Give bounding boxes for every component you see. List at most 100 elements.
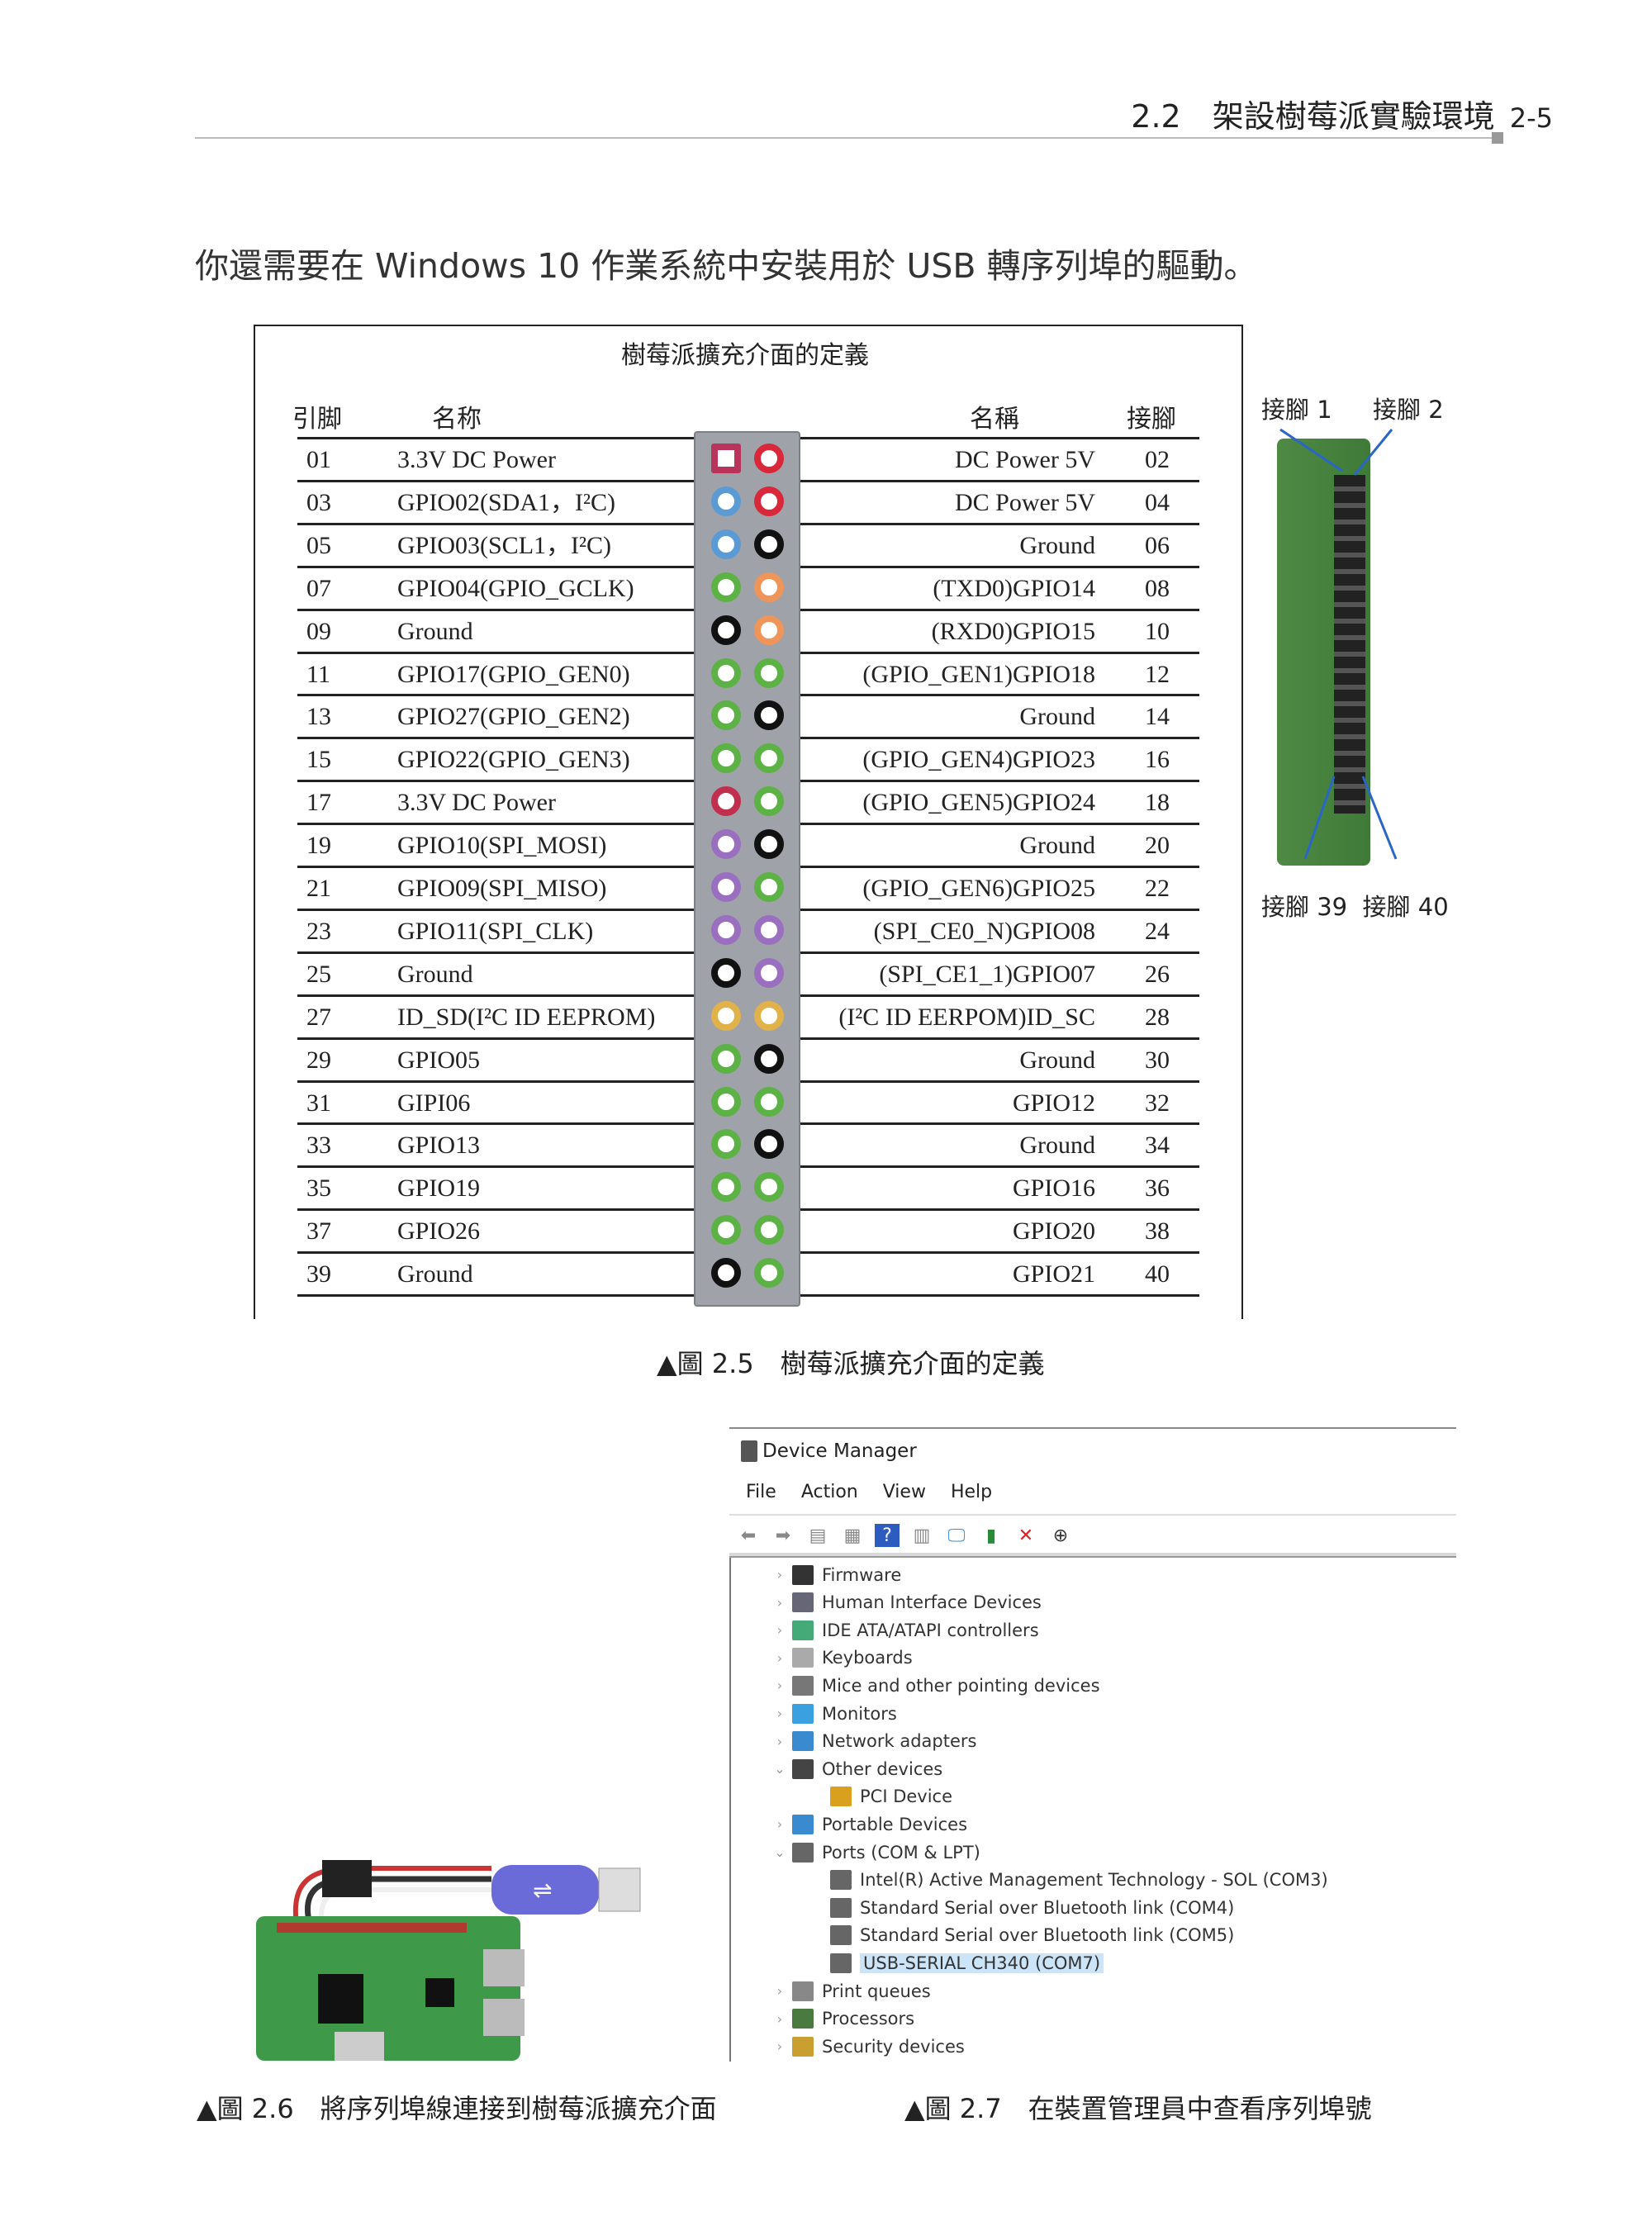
device-category-icon	[792, 1731, 814, 1752]
device-tree-label: Standard Serial over Bluetooth link (COM…	[860, 1897, 1235, 1918]
chevron-right-icon[interactable]: ›	[776, 2010, 783, 2027]
chevron-right-icon[interactable]: ›	[776, 1706, 783, 1721]
toolbar-bottom-border	[729, 1553, 1456, 1558]
device-tree-item[interactable]: Standard Serial over Bluetooth link (COM…	[830, 1922, 1234, 1949]
pin-number-left: 37	[306, 1217, 331, 1246]
label-pin1: 接腳 1	[1261, 396, 1332, 424]
chevron-right-icon[interactable]: ›	[776, 1649, 783, 1666]
pin-number-right: 08	[1145, 574, 1170, 602]
pin-number-right: 36	[1145, 1174, 1170, 1203]
properties-icon[interactable]: ▦	[843, 1525, 862, 1546]
chevron-right-icon[interactable]: ›	[776, 1816, 783, 1833]
menu-view[interactable]: View	[882, 1482, 926, 1502]
device-category-icon	[792, 1675, 814, 1696]
pin-dot-even	[754, 743, 784, 774]
gpio-header-strip	[694, 431, 800, 1307]
update-driver-icon[interactable]: ▮	[985, 1525, 997, 1546]
pin-pointer-arrows	[1279, 428, 1398, 860]
row-divider-right	[800, 479, 1199, 482]
device-tree-item[interactable]: › Processors	[767, 2005, 914, 2033]
device-tree-item[interactable]: USB-SERIAL CH340 (COM7)	[830, 1949, 1104, 1976]
pin-name-left: GPIO05	[397, 1046, 481, 1074]
pin-dot-even	[754, 872, 784, 902]
pin-name-right: (GPIO_GEN5)GPIO24	[862, 789, 1095, 817]
chevron-right-icon[interactable]: ›	[776, 1594, 783, 1611]
pin-name-right: (SPI_CE1_1)GPIO07	[879, 960, 1095, 988]
caption-fig-2-5: ▲圖 2.5 樹莓派擴充介面的定義	[657, 1348, 1045, 1379]
device-tree-item[interactable]: ›Security devices	[767, 2033, 965, 2060]
device-tree-label: Firmware	[822, 1564, 902, 1585]
device-tree-item[interactable]: › Firmware	[767, 1561, 901, 1588]
device-category-icon	[792, 1620, 814, 1640]
chevron-right-icon[interactable]: ›	[776, 2038, 783, 2055]
chevron-down-icon[interactable]: ⌄	[774, 1844, 786, 1860]
device-tree-item[interactable]: › Portable Devices	[767, 1810, 967, 1838]
menu-help[interactable]: Help	[950, 1482, 993, 1502]
pin-number-left: 31	[306, 1089, 331, 1117]
chevron-right-icon[interactable]: ›	[776, 1677, 783, 1694]
device-tree-item[interactable]: › Human Interface Devices	[767, 1589, 1042, 1616]
pin-name-right: Ground	[1019, 703, 1095, 731]
device-tree-item[interactable]: Standard Serial over Bluetooth link (COM…	[830, 1894, 1234, 1921]
pin-number-left: 23	[306, 917, 331, 945]
row-divider-left	[297, 1122, 694, 1126]
chevron-right-icon[interactable]: ›	[776, 1622, 783, 1639]
gpio-figure-frame	[254, 325, 1243, 1319]
pin-number-right: 06	[1145, 531, 1170, 559]
pin-name-right: GPIO20	[1012, 1217, 1095, 1246]
back-arrow-icon[interactable]: ⬅	[740, 1525, 757, 1546]
scan-hardware-monitor-icon[interactable]: 🖵	[947, 1525, 966, 1546]
row-divider-left	[297, 522, 694, 525]
row-divider-right	[800, 908, 1199, 911]
pin-name-right: DC Power 5V	[955, 446, 1095, 473]
device-tree-item[interactable]: ›Monitors	[767, 1700, 897, 1727]
chevron-down-icon[interactable]: ⌄	[774, 1761, 786, 1777]
device-category-icon	[792, 1758, 814, 1779]
device-tree-item[interactable]: Intel(R) Active Management Technology - …	[830, 1867, 1328, 1894]
pin-number-right: 30	[1145, 1046, 1170, 1074]
show-action-pane-icon[interactable]: ▥	[913, 1525, 931, 1546]
row-divider-left	[297, 823, 694, 826]
caption-fig-2-6: ▲圖 2.6 將序列埠線連接到樹莓派擴充介面	[197, 2093, 717, 2124]
chevron-right-icon[interactable]: ›	[776, 1733, 783, 1749]
device-category-icon	[830, 1870, 852, 1891]
pin-dot-even	[754, 1215, 784, 1246]
pin-dot-odd	[711, 872, 741, 902]
pin-dot-odd	[711, 1043, 741, 1074]
pin-name-left: GPIO27(GPIO_GEN2)	[397, 703, 630, 731]
intro-paragraph: 你還需要在 Windows 10 作業系統中安裝用於 USB 轉序列埠的驅動。	[195, 246, 1258, 286]
pin-dot-even	[754, 1086, 784, 1117]
device-tree-item[interactable]: ›Network adapters	[767, 1728, 976, 1755]
device-tree-item[interactable]: ›IDE ATA/ATAPI controllers	[767, 1616, 1039, 1644]
device-tree-item[interactable]: ›Mice and other pointing devices	[767, 1672, 1100, 1699]
device-tree-label: Other devices	[822, 1758, 943, 1779]
row-divider-left	[297, 866, 694, 868]
device-tree-item[interactable]: ⌄Ports (COM & LPT)	[767, 1839, 980, 1866]
pin-name-right: DC Power 5V	[955, 488, 1095, 516]
device-tree-label: Standard Serial over Bluetooth link (COM…	[860, 1925, 1235, 1946]
menu-file[interactable]: File	[746, 1482, 776, 1502]
forward-arrow-icon[interactable]: ➡	[775, 1525, 791, 1546]
show-hide-console-tree-icon[interactable]: ▤	[809, 1525, 827, 1546]
device-tree-item[interactable]: PCI Device	[830, 1783, 952, 1810]
device-tree-label: Portable Devices	[822, 1814, 968, 1834]
device-tree-label: Processors	[822, 2009, 915, 2029]
download-driver-icon[interactable]: ⊕	[1052, 1525, 1069, 1546]
pin-dot-odd	[711, 829, 741, 860]
chevron-right-icon[interactable]: ›	[776, 1983, 783, 1999]
row-divider-right	[800, 1251, 1199, 1255]
device-tree-item[interactable]: ›Keyboards	[767, 1644, 913, 1672]
chevron-right-icon[interactable]: ›	[776, 1567, 783, 1583]
device-category-icon	[792, 1592, 814, 1613]
pin-number-right: 04	[1145, 488, 1170, 516]
device-tree-item[interactable]: › Print queues	[767, 1977, 931, 2005]
device-tree-label: Print queues	[822, 1981, 931, 2001]
menu-action[interactable]: Action	[800, 1482, 858, 1502]
pin-dot-odd	[711, 743, 741, 774]
device-tree-item[interactable]: ⌄ Other devices	[767, 1755, 942, 1782]
uninstall-device-close-icon[interactable]: ✕	[1018, 1525, 1034, 1546]
help-icon[interactable]: ?	[875, 1524, 900, 1547]
device-tree-label: Human Interface Devices	[822, 1592, 1042, 1613]
pin-number-right: 20	[1145, 832, 1170, 860]
pin-number-left: 21	[306, 875, 331, 902]
